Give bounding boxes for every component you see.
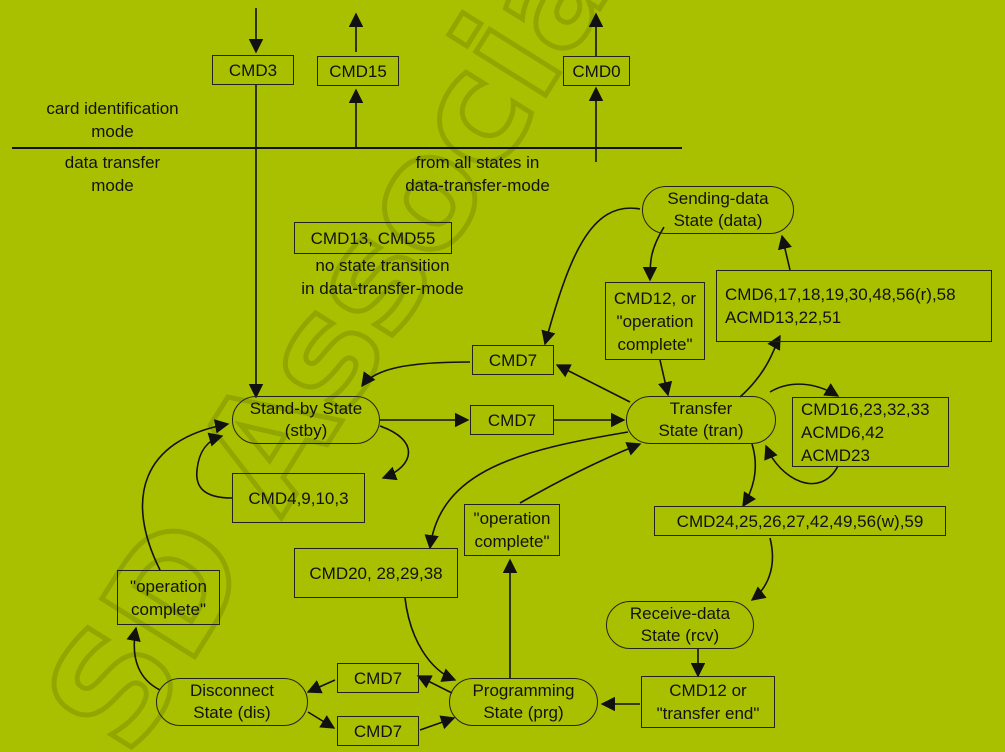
arrow-op-complete-to-standby xyxy=(141,419,230,571)
arrow-sending-to-cmd12 xyxy=(642,226,665,282)
receive-data-state: Receive-data State (rcv) xyxy=(606,601,754,649)
arrow-op-complete-to-tran xyxy=(519,442,642,504)
cmd7-dis-to-prg-box: CMD7 xyxy=(337,716,419,746)
from-all-states-label: from all states in data-transfer-mode xyxy=(405,153,550,195)
standby-state: Stand-by State (stby) xyxy=(232,396,380,444)
arrow-dis-to-op-complete xyxy=(126,626,161,691)
cmd7-middle-box: CMD7 xyxy=(470,405,554,435)
cmd24-list-box: CMD24,25,26,27,42,49,56(w),59 xyxy=(654,506,946,536)
cmd12-or-transfer-end-box: CMD12 or "transfer end" xyxy=(641,676,775,728)
cmd20-list-box: CMD20, 28,29,38 xyxy=(294,548,458,598)
arrow-cmd7-upper-to-standby xyxy=(361,361,471,388)
no-state-transition-label: no state transition in data-transfer-mod… xyxy=(301,256,464,298)
cmd6-list-box: CMD6,17,18,19,30,48,56(r),58 ACMD13,22,5… xyxy=(716,270,992,342)
cmd7-dis-from-prg-box: CMD7 xyxy=(337,663,419,693)
arrow-cmd20-to-prg xyxy=(404,597,457,682)
arrow-sending-to-standby xyxy=(541,207,641,346)
sending-data-state: Sending-data State (data) xyxy=(642,186,794,234)
arrow-dis-to-cmd7 xyxy=(307,711,336,729)
arrow-tran-self-loop-top xyxy=(769,383,840,397)
arrow-standby-self-loop-right xyxy=(379,425,410,481)
cmd4-list-box: CMD4,9,10,3 xyxy=(232,473,365,523)
arrow-standby-self-loop-left xyxy=(196,432,233,499)
arrow-cmd12-to-tran xyxy=(658,359,673,397)
cmd13-cmd55-box: CMD13, CMD55 xyxy=(294,222,452,254)
programming-state: Programming State (prg) xyxy=(449,678,598,726)
transfer-state: Transfer State (tran) xyxy=(626,396,776,444)
arrow-cmd7-to-dis xyxy=(306,679,336,694)
arrow-tran-to-sending xyxy=(739,334,781,398)
data-transfer-mode-label: data transfer mode xyxy=(64,153,161,195)
arrow-tran-self-loop-bottom xyxy=(764,444,839,485)
arrow-tran-to-cmd7-upper xyxy=(555,364,631,403)
cmd0-box: CMD0 xyxy=(563,56,630,86)
disconnect-state: Disconnect State (dis) xyxy=(156,678,308,726)
operation-complete-dis-box: "operation complete" xyxy=(117,570,220,625)
operation-complete-prg-box: "operation complete" xyxy=(464,504,560,556)
cmd7-upper-box: CMD7 xyxy=(472,345,554,375)
cmd16-list-box: CMD16,23,32,33 ACMD6,42 ACMD23 xyxy=(792,397,949,467)
arrow-tran-to-cmd20 xyxy=(424,431,629,550)
cmd12-or-operation-complete-box: CMD12, or "operation complete" xyxy=(605,282,705,360)
arrow-prg-to-cmd7 xyxy=(416,675,453,694)
card-identification-mode-label: card identification mode xyxy=(46,99,179,141)
arrow-tran-to-cmd24 xyxy=(742,443,757,508)
cmd3-box: CMD3 xyxy=(212,55,294,85)
arrow-cmd24-to-receive xyxy=(750,537,774,601)
arrow-cmd6-to-sending xyxy=(777,234,792,271)
arrow-cmd7-to-prg xyxy=(419,715,456,731)
cmd15-box: CMD15 xyxy=(317,56,399,86)
